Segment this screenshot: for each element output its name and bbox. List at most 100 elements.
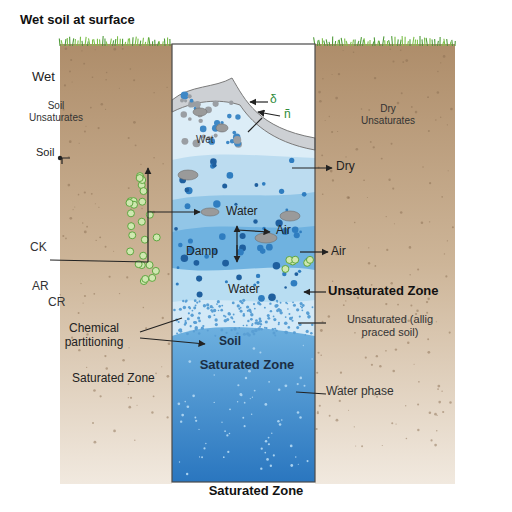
- leader-line: [248, 118, 262, 132]
- particle: [210, 309, 212, 311]
- soil-grain: [374, 77, 376, 79]
- soil-grain: [447, 240, 448, 241]
- particle: [213, 309, 216, 312]
- particle: [292, 226, 299, 233]
- particle: [253, 219, 257, 223]
- particle: [288, 313, 290, 315]
- soil-grain: [68, 184, 71, 187]
- particle: [236, 275, 242, 281]
- grass-blade: [397, 39, 399, 46]
- soil-grain: [355, 445, 356, 446]
- soil-grain: [93, 389, 96, 392]
- grass-blade: [87, 41, 89, 46]
- particle: [184, 401, 186, 403]
- soil-grain: [78, 349, 80, 351]
- arrow: [147, 168, 148, 262]
- particle: [260, 323, 262, 325]
- damp-band: [172, 226, 315, 482]
- particle: [284, 322, 288, 326]
- particle: [240, 233, 246, 239]
- particle: [230, 329, 232, 331]
- particle: [198, 119, 202, 123]
- soil-grain: [382, 445, 383, 446]
- particle: [181, 414, 184, 417]
- particle: [233, 321, 235, 323]
- soil-grain: [135, 144, 137, 146]
- soil-grain: [79, 143, 80, 144]
- particle: [273, 454, 275, 456]
- particle: [178, 402, 181, 405]
- soil-grain: [442, 411, 444, 413]
- grass-blade: [92, 40, 93, 46]
- grass-blade: [110, 39, 111, 46]
- soil-grain: [134, 440, 135, 441]
- grass-blade: [162, 41, 164, 46]
- grass-blade: [94, 39, 95, 46]
- soil-grain: [62, 235, 64, 237]
- particle: [188, 104, 192, 108]
- particle: [275, 329, 277, 331]
- title: Wet soil at surface: [20, 13, 250, 28]
- soil-grain: [119, 293, 120, 294]
- particle: [306, 460, 308, 462]
- particle: [198, 320, 201, 323]
- grass-blade: [99, 39, 101, 46]
- arrow: [237, 230, 270, 232]
- particle: [203, 447, 205, 449]
- grass-blade: [339, 40, 341, 46]
- grass-blade: [426, 38, 427, 46]
- particle: [194, 321, 197, 324]
- particle: [264, 452, 266, 454]
- particle: [306, 330, 309, 333]
- particle: [272, 328, 274, 330]
- grass-blade: [451, 40, 453, 46]
- grass-blade: [104, 39, 105, 46]
- particle: [213, 314, 215, 316]
- grass-blade: [413, 37, 414, 46]
- particle: [208, 315, 212, 319]
- chemical-particle: [142, 275, 149, 282]
- soil-grain: [429, 412, 432, 415]
- soil-grain: [128, 397, 129, 398]
- particle: [180, 420, 182, 422]
- particle: [223, 456, 225, 458]
- soil-grain: [410, 304, 412, 306]
- soil-grain: [373, 146, 375, 148]
- grass-blade: [132, 37, 134, 46]
- particle: [254, 308, 256, 310]
- particle: [195, 420, 197, 422]
- soil-grain: [162, 163, 163, 164]
- chemical-particle: [138, 218, 145, 225]
- particle: [215, 323, 218, 326]
- particle: [251, 330, 255, 334]
- soil-grain: [436, 321, 437, 322]
- soil-grain: [153, 157, 155, 159]
- soil-grain: [338, 73, 340, 75]
- particle: [232, 318, 234, 320]
- soil-grain: [317, 412, 319, 414]
- soil-grain: [153, 395, 155, 397]
- grass-blade: [404, 37, 405, 46]
- particle: [218, 305, 221, 308]
- soil-grain: [400, 211, 403, 214]
- particle: [268, 293, 276, 301]
- particle: [291, 317, 293, 319]
- soil-grain: [106, 367, 108, 369]
- soil-grain: [409, 246, 412, 249]
- zone-label: Chemical partitioning: [51, 322, 137, 350]
- grass-blade: [317, 40, 319, 46]
- soil-grain: [128, 137, 130, 139]
- particle: [247, 320, 249, 322]
- particle: [186, 473, 188, 475]
- particle: [227, 172, 234, 179]
- particle: [291, 280, 298, 287]
- soil-grain: [86, 226, 88, 228]
- particle: [232, 302, 235, 305]
- grass-blade: [389, 40, 390, 46]
- particle: [185, 300, 187, 302]
- particle: [220, 309, 223, 312]
- particle: [238, 327, 240, 329]
- soil-grain: [98, 127, 100, 129]
- zone-label: Saturated Zone: [182, 358, 312, 373]
- grass-blade: [74, 39, 75, 46]
